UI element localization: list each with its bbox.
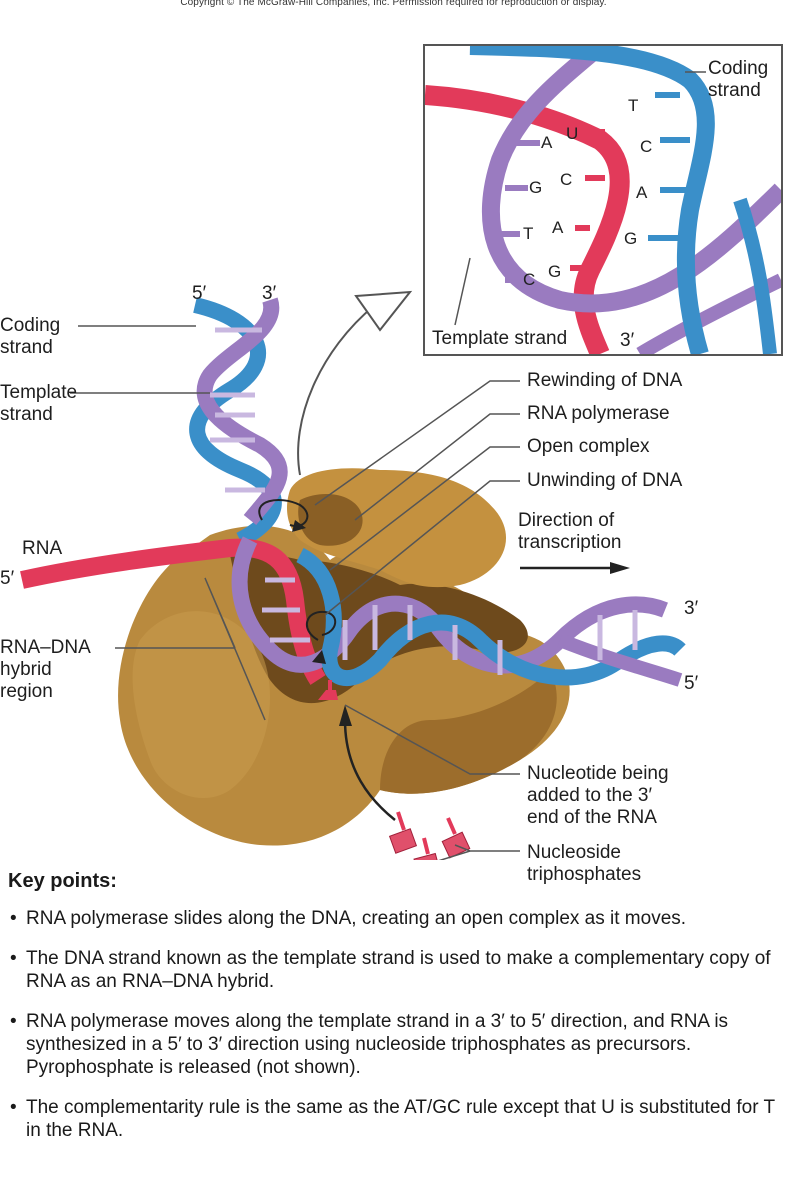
bullet: • xyxy=(10,1011,17,1032)
inset-base-template-1: A xyxy=(541,133,553,152)
transcription-figure: Coding strand Template strand 3′ A G T C… xyxy=(0,44,783,885)
coding-strand-label: Coding strand xyxy=(0,315,61,358)
key-point-1: • RNA polymerase slides along the DNA, c… xyxy=(8,907,778,930)
nucleoside-triphosphates-label: Nucleoside triphosphates xyxy=(527,842,642,885)
inset-base-coding-1: T xyxy=(628,96,639,115)
key-point-text: The DNA strand known as the template str… xyxy=(26,948,771,992)
rewinding-label: Rewinding of DNA xyxy=(527,370,683,391)
key-point-4: • The complementarity rule is the same a… xyxy=(8,1096,778,1142)
inset-helix xyxy=(425,46,781,354)
inset-3prime-label: 3′ xyxy=(620,330,635,351)
inset-base-rna-2: C xyxy=(560,170,573,189)
template-strand-label: Template strand xyxy=(0,382,78,425)
bullet: • xyxy=(10,908,17,929)
inset-base-template-2: G xyxy=(529,178,543,197)
unwinding-label: Unwinding of DNA xyxy=(527,470,683,491)
zoom-arrow xyxy=(297,304,376,476)
direction-label: Direction of transcription xyxy=(518,510,622,553)
rna-label: RNA xyxy=(22,538,63,559)
inset-base-template-3: T xyxy=(523,224,534,243)
key-point-3: • RNA polymerase moves along the templat… xyxy=(8,1010,778,1079)
rna-5prime-label: 5′ xyxy=(0,568,15,589)
rna-polymerase-label: RNA polymerase xyxy=(527,403,670,424)
inset-base-template-4: C xyxy=(523,270,536,289)
top-3prime-label: 3′ xyxy=(262,283,277,304)
right-5prime-label: 5′ xyxy=(684,673,699,694)
key-point-text: The complementarity rule is the same as … xyxy=(26,1097,775,1141)
inset-coding-strand-label: Coding strand xyxy=(708,58,769,101)
open-complex-label: Open complex xyxy=(527,436,650,457)
inset-template-strand-label: Template strand xyxy=(432,328,568,349)
inset-base-rna-1: U xyxy=(566,124,579,143)
transcription-diagram xyxy=(20,44,783,878)
inset-coding-strand xyxy=(469,46,715,354)
inset-base-coding-3: A xyxy=(636,183,648,202)
leader-lines xyxy=(70,325,520,866)
dna-lower-helix xyxy=(231,536,686,687)
right-3prime-label: 3′ xyxy=(684,598,699,619)
key-point-2: • The DNA strand known as the template s… xyxy=(8,947,778,993)
key-points: Key points: • RNA polymerase slides alon… xyxy=(8,870,778,1159)
copyright-notice: Copyright © The McGraw-Hill Companies, I… xyxy=(180,0,607,8)
nucleoside-triphosphates xyxy=(388,811,471,878)
inset-base-rna-3: A xyxy=(552,218,564,237)
inset-base-coding-4: G xyxy=(624,229,638,248)
key-points-title: Key points: xyxy=(8,870,117,892)
nucleotide-added-label: Nucleotide being added to the 3′ end of … xyxy=(527,763,669,828)
key-point-text: RNA polymerase moves along the template … xyxy=(26,1011,729,1078)
rna-dna-hybrid-label: RNA–DNA hybrid region xyxy=(0,637,91,702)
rna-strand xyxy=(20,538,326,685)
inset-base-rna-4: G xyxy=(548,262,562,281)
bullet: • xyxy=(10,1097,17,1118)
dna-upper-helix xyxy=(189,297,288,548)
inset-base-coding-2: C xyxy=(640,137,653,156)
top-5prime-label: 5′ xyxy=(192,283,207,304)
bullet: • xyxy=(10,948,17,969)
key-point-text: RNA polymerase slides along the DNA, cre… xyxy=(26,908,687,929)
